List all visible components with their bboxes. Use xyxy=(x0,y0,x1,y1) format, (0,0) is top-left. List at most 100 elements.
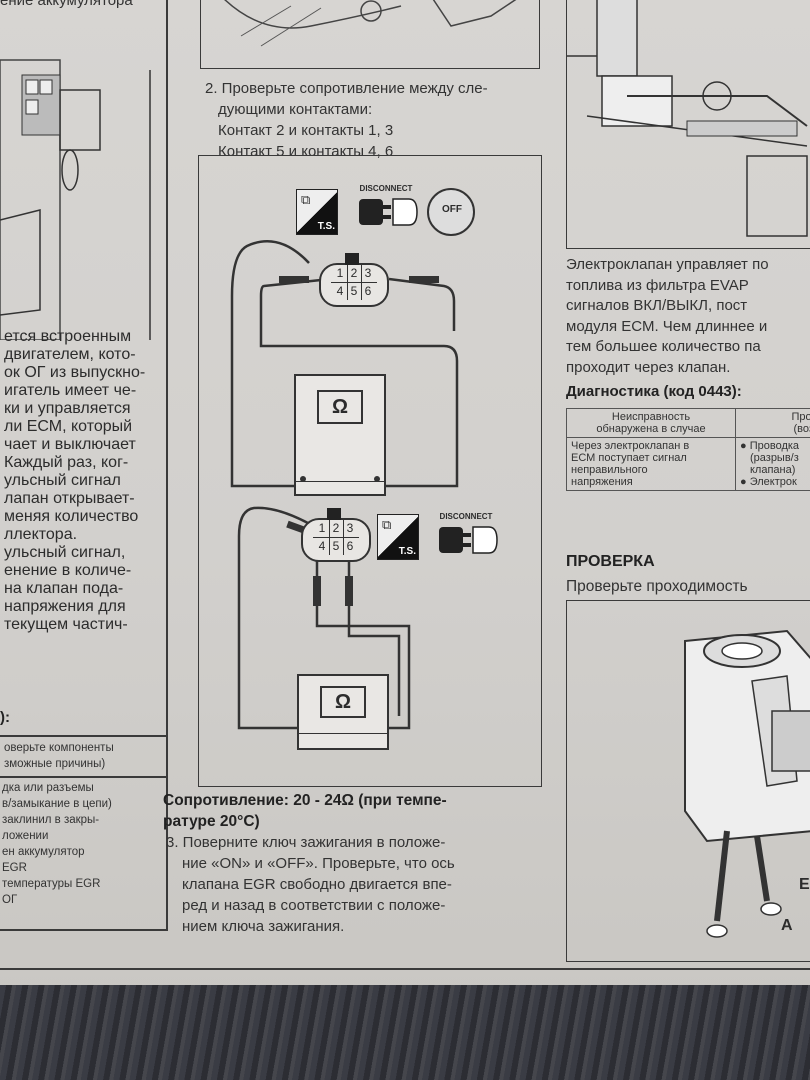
left-paragraph-line: лапан открывает- xyxy=(4,490,135,507)
pin-1: 1 xyxy=(334,265,348,282)
table-header-cell: Провер (возмо xyxy=(735,408,810,438)
ohmmeter-terminal xyxy=(300,476,306,482)
left-paragraph-line: чает и выключает xyxy=(4,436,136,453)
left-heading-fragment: ): xyxy=(0,709,10,726)
step3-line: ред и назад в соответствии с положе- xyxy=(182,897,446,914)
right-paragraph-line: модуля ЕСМ. Чем длиннее и xyxy=(566,317,768,335)
resistance-line: ратуре 20°C) xyxy=(163,813,260,830)
left-table-line: ложении xyxy=(2,830,49,842)
top-figure xyxy=(224,0,517,47)
left-column-border xyxy=(166,0,168,930)
diagnostics-table: Неисправность обнаружена в случае Провер… xyxy=(566,408,810,550)
left-paragraph-line: ллектора. xyxy=(4,526,78,543)
left-paragraph-line: на клапан пода- xyxy=(4,580,124,597)
table-cell-text: Проводка xyxy=(749,440,800,452)
top-pin3-wire xyxy=(388,277,456,331)
key-off-icon: OFF xyxy=(427,188,475,236)
ts-icon-label: T.S. xyxy=(317,221,335,232)
valve-figure xyxy=(567,0,808,237)
wiring-diagram xyxy=(230,239,459,730)
pin-3: 3 xyxy=(346,521,354,535)
left-paragraph-line: ки и управляется xyxy=(4,400,131,417)
left-table-line: в/замыкание в цепи) xyxy=(2,798,112,810)
inspection-text: Проверьте проходимость xyxy=(566,578,748,595)
left-paragraph-line: ется встроенным xyxy=(4,328,132,345)
connector-top-row: 1 2 3 xyxy=(321,265,387,282)
left-paragraph-line: енение в количе- xyxy=(4,562,132,579)
table-cell-line: неправильного xyxy=(571,464,648,476)
table-cell: Через электроклапан в ЕСМ поступает сигн… xyxy=(566,437,736,491)
left-table-top-rule xyxy=(0,735,168,737)
ohmmeter-terminal xyxy=(374,476,380,482)
probe-tip xyxy=(409,276,439,283)
page-bottom-rule xyxy=(0,968,810,970)
left-figure xyxy=(0,59,151,340)
left-table-line: заклинил в закры- xyxy=(2,814,100,826)
left-paragraph-line: текущем частич- xyxy=(4,616,128,633)
solenoid-figure-frame: A E xyxy=(566,600,810,962)
right-top-figure-frame xyxy=(566,0,810,249)
pin-6: 6 xyxy=(364,284,372,298)
plug-icon xyxy=(359,198,418,226)
diagnostics-heading: Диагностика (код 0443): xyxy=(566,383,742,400)
step3-line: нием ключа зажигания. xyxy=(182,918,345,935)
ohmmeter-bottom: Ω xyxy=(297,674,389,750)
figure-label-a: A xyxy=(781,917,793,934)
ohmmeter-display: Ω xyxy=(320,686,366,718)
right-paragraph-line: проходит через клапан. xyxy=(566,358,731,376)
figure-label-b: E xyxy=(799,876,810,893)
table-cell-line: ● Проводка xyxy=(740,440,800,452)
pin-5: 5 xyxy=(330,538,344,555)
background-fabric xyxy=(0,985,810,1080)
ohm-symbol: Ω xyxy=(334,691,352,713)
gift-icon: ⧉ xyxy=(382,517,392,532)
pin-5: 5 xyxy=(348,283,362,300)
step3-line: клапана EGR свободно двигается впе- xyxy=(182,876,452,893)
table-cell-text: Электрок xyxy=(749,476,797,488)
pin-6: 6 xyxy=(346,539,354,553)
left-table-line: температуры EGR xyxy=(2,878,101,890)
table-row: Через электроклапан в ЕСМ поступает сигн… xyxy=(566,437,810,491)
pin-2: 2 xyxy=(348,265,362,282)
ts-icon: T.S. ⧉ xyxy=(377,514,419,560)
disconnect-icon: DISCONNECT xyxy=(351,184,421,234)
pin-2: 2 xyxy=(330,520,344,537)
table-cell-line: клапана) xyxy=(750,464,796,476)
table-header-line: Неисправность xyxy=(611,411,691,423)
connector-top-row: 1 2 3 xyxy=(303,520,369,537)
left-table-line: ен аккумулятор xyxy=(2,846,85,858)
step2-line: Контакт 2 и контакты 1, 3 xyxy=(218,122,394,139)
connector-bottom-row: 4 5 6 xyxy=(313,537,359,555)
disconnect-label: DISCONNECT xyxy=(359,184,413,193)
connector-bottom-row: 4 5 6 xyxy=(331,282,377,300)
ohmmeter-bottom-rule xyxy=(299,733,387,734)
plug-icon xyxy=(439,526,498,554)
inspection-heading: ПРОВЕРКА xyxy=(566,553,655,570)
wiring-diagram-frame: T.S. ⧉ DISCONNECT OFF 1 2 3 4 xyxy=(198,155,542,787)
left-table-mid-rule xyxy=(0,776,168,778)
ts-icon-label: T.S. xyxy=(398,546,416,557)
diagnostics-table-grid: Неисправность обнаружена в случае Провер… xyxy=(566,408,810,491)
step2-line: 2. Проверьте сопротивление между сле- xyxy=(205,80,488,97)
probe-tip xyxy=(279,276,309,283)
off-label: OFF xyxy=(442,204,462,215)
pin-4: 4 xyxy=(334,283,348,300)
resistance-line: Сопротивление: 20 - 24Ω (при темпе- xyxy=(163,792,447,809)
probe-tip xyxy=(313,576,321,606)
top-right-wire xyxy=(259,278,459,488)
top-figure-frame xyxy=(200,0,540,69)
table-cell-line: напряжения xyxy=(571,476,633,488)
solenoid-figure xyxy=(684,629,810,938)
left-top-fragment: ение аккумулятора xyxy=(0,0,133,9)
table-cell-line: ЕСМ поступает сигнал xyxy=(571,452,687,464)
table-cell: ● Проводка (разрыв/з клапана) ● Электрок xyxy=(735,437,810,491)
ohmmeter-bottom-rule xyxy=(296,481,384,482)
right-paragraph-line: тем большее количество па xyxy=(566,338,761,355)
connector-latch xyxy=(345,253,359,265)
left-paragraph-line: Каждый раз, ког- xyxy=(4,454,129,471)
connector-latch xyxy=(327,508,341,520)
left-table-line: дка или разъемы xyxy=(2,782,94,794)
